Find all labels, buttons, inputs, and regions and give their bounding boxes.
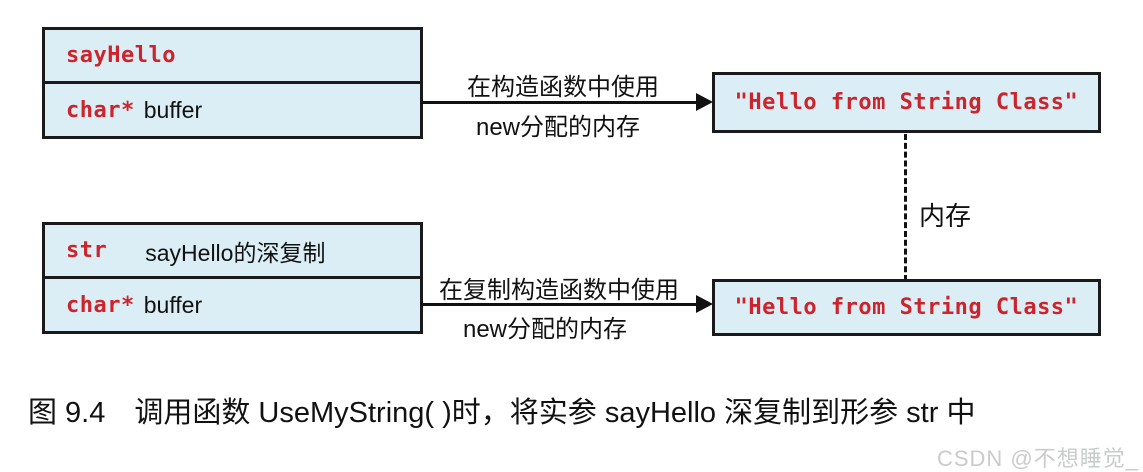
object-member-row: char* buffer [45,81,420,136]
object-box-str: str sayHello的深复制 char* buffer [42,222,423,334]
arrow-bottom-label-line1: 在复制构造函数中使用 [439,277,679,304]
object-name-sayhello: sayHello [66,43,176,68]
object-desc-label: sayHello的深复制 [145,239,326,266]
arrow-top-label-line1: 在构造函数中使用 [467,74,659,101]
member-name-label: buffer [143,291,203,318]
object-name-str: str [66,238,108,263]
arrow-top-head-icon [696,93,713,111]
arrow-top-line [420,101,698,104]
member-type-label: char* [66,97,135,123]
arrow-bottom-line [420,303,698,306]
object-title-row: str sayHello的深复制 [45,225,420,276]
object-member-row: char* buffer [45,276,420,331]
object-box-sayhello: sayHello char* buffer [42,27,423,139]
arrow-bottom-label-line2: new分配的内存 [462,316,628,343]
memory-string-top: "Hello from String Class" [734,90,1079,115]
memory-block-top: "Hello from String Class" [712,72,1101,133]
figure-caption: 图 9.4 调用函数 UseMyString( )时，将实参 sayHello … [28,397,976,429]
object-title-row: sayHello [45,30,420,81]
member-name-label: buffer [143,96,203,123]
arrow-bottom-head-icon [696,295,713,313]
csdn-watermark: CSDN @不想睡觉_ [936,446,1139,471]
memory-block-bottom: "Hello from String Class" [712,279,1101,336]
arrow-top-label-line2: new分配的内存 [475,114,641,141]
memory-dotted-connector [904,134,907,281]
memory-string-bottom: "Hello from String Class" [734,295,1079,320]
memory-label: 内存 [919,201,972,231]
member-type-label: char* [66,292,135,318]
